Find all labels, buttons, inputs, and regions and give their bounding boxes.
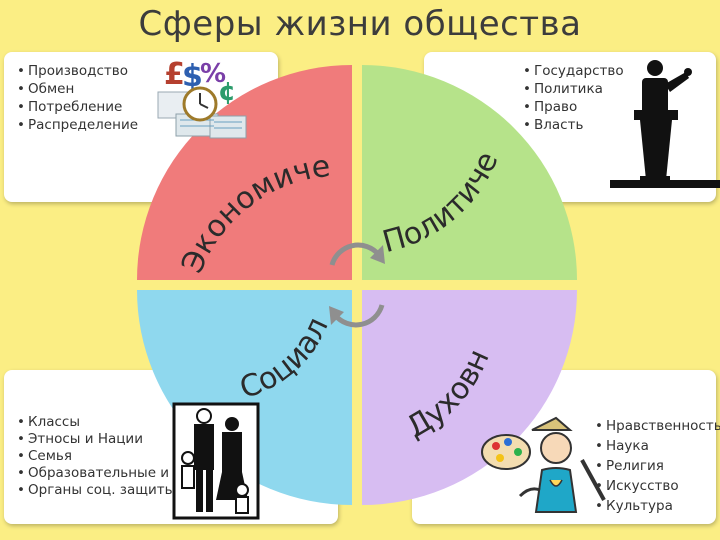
list-item: Обмен — [17, 80, 138, 98]
cycle-arrows-icon — [329, 242, 385, 328]
list-item: Классы — [17, 414, 298, 431]
list-item: Наука — [595, 436, 720, 456]
list-item: Власть — [523, 116, 624, 134]
spiritual-list: Нравственность Наука Религия Искусство К… — [592, 416, 720, 516]
list-item: Потребление — [17, 98, 138, 116]
list-item: Искусство — [595, 476, 720, 496]
economy-clipart-icon: £ $ % ¢ — [157, 57, 247, 139]
list-item: Семья — [17, 448, 298, 465]
political-segment — [362, 65, 577, 280]
svg-text:¢: ¢ — [218, 77, 236, 107]
spiritual-segment — [362, 290, 577, 505]
page-title: Сферы жизни общества — [138, 4, 582, 44]
economic-segment — [137, 65, 352, 280]
svg-text:%: % — [200, 59, 226, 89]
artist-painter-icon — [481, 416, 606, 513]
political-list: Государство Политика Право Власть — [520, 62, 624, 134]
economic-list: Производство Обмен Потребление Распредел… — [14, 62, 138, 134]
list-item: Культура — [595, 496, 720, 516]
social-segment — [137, 290, 352, 505]
list-item: Религия — [595, 456, 720, 476]
list-item: Политика — [523, 80, 624, 98]
svg-text:$: $ — [182, 59, 203, 94]
list-item: Распределение — [17, 116, 138, 134]
list-item: Этносы и Нации — [17, 431, 298, 448]
family-clipart-icon — [172, 402, 260, 520]
list-item: Органы соц. защиты — [17, 482, 298, 499]
list-item: Производство — [17, 62, 138, 80]
list-item: Право — [523, 98, 624, 116]
speaker-at-podium-icon — [610, 60, 720, 188]
svg-text:£: £ — [164, 57, 185, 92]
social-list: Классы Этносы и Нации Семья Образователь… — [14, 414, 298, 499]
list-item: Государство — [523, 62, 624, 80]
list-item: Нравственность — [595, 416, 720, 436]
